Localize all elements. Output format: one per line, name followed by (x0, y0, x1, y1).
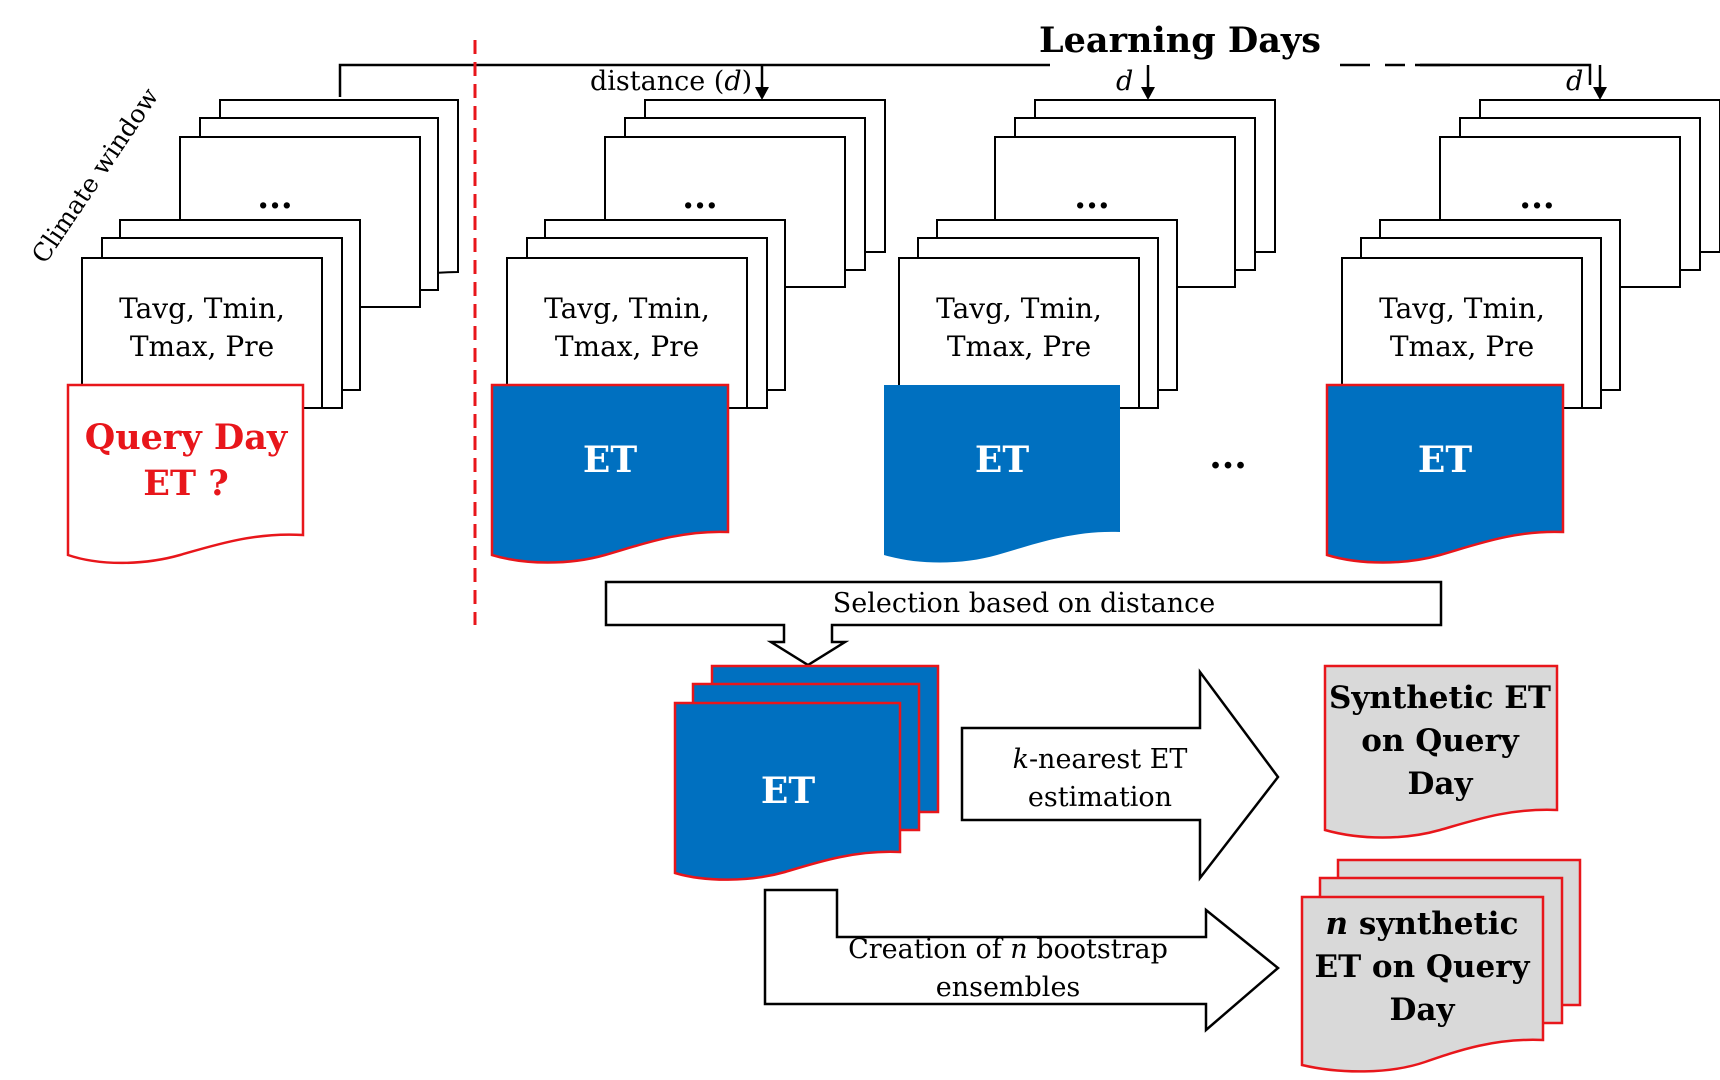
ls3-variables-line1: Tavg, Tmin, (1379, 292, 1545, 325)
distance-symbol: d (724, 66, 741, 97)
query-ellipsis-top: ... (257, 177, 293, 217)
knn-label-line2: estimation (1028, 782, 1172, 813)
n-synthetic-line2: ET on Query (1314, 949, 1530, 985)
n-synthetic-italic-n: n (1326, 906, 1349, 942)
n-synthetic-line1-rest: synthetic (1348, 906, 1518, 942)
distance-prefix: distance ( (590, 66, 724, 97)
bootstrap-line1-post: bootstrap (1028, 934, 1168, 965)
ls1-et-sheet (490, 383, 730, 564)
bootstrap-italic-n: n (1010, 934, 1027, 965)
synthetic-et-sheet (1323, 664, 1559, 839)
selected-et-front-sheet (673, 701, 902, 881)
learning-days-ellipsis: ... (1209, 435, 1247, 477)
selection-arrow (604, 580, 1443, 667)
ls3-ellipsis: ... (1519, 177, 1555, 217)
learning-stack-1: ... Tavg, Tmin, Tmax, Pre ET (490, 99, 886, 564)
query-day-line1: Query Day (85, 417, 289, 458)
ls2-variables-line2: Tmax, Pre (947, 330, 1091, 363)
ls3-variables-sheet (1341, 257, 1583, 409)
selected-et-stack: ET (673, 664, 940, 881)
bootstrap-label-line1: Creation of n bootstrap (848, 934, 1168, 965)
distance-arrowhead-3 (1593, 87, 1607, 100)
knn-estimation-arrow (960, 668, 1280, 882)
selection-label: Selection based on distance (833, 588, 1215, 619)
synthetic-et-line1: Synthetic ET (1329, 680, 1551, 716)
ls1-variables-line1: Tavg, Tmin, (544, 292, 710, 325)
ls1-variables-sheet (506, 257, 748, 409)
bootstrap-line1-pre: Creation of (848, 934, 1010, 965)
query-variables-line1: Tavg, Tmin, (119, 292, 285, 325)
ls2-et-label: ET (975, 439, 1029, 481)
learning-days-bracket (338, 63, 1592, 97)
knn-label-line1: k-nearest ET (1013, 744, 1188, 775)
ls3-variables-line2: Tmax, Pre (1390, 330, 1534, 363)
distance-arrowhead-2 (1141, 87, 1155, 100)
ls3-et-sheet (1325, 383, 1565, 564)
n-synthetic-line1: n synthetic (1326, 906, 1519, 942)
ls1-variables-line2: Tmax, Pre (555, 330, 699, 363)
knn-line1-rest: -nearest ET (1029, 744, 1187, 775)
query-day-line2: ET ? (143, 463, 228, 504)
ls2-variables-sheet (898, 257, 1140, 409)
knn-italic-k: k (1013, 744, 1029, 775)
ls2-variables-line1: Tavg, Tmin, (936, 292, 1102, 325)
bootstrap-label-line2: ensembles (936, 972, 1081, 1003)
learning-days-title: Learning Days (1039, 20, 1321, 61)
n-synthetic-line3: Day (1390, 992, 1456, 1028)
ls2-et-sheet (884, 385, 1120, 563)
distance-symbol-3: d (1566, 66, 1583, 97)
n-synthetic-front-sheet (1300, 895, 1545, 1073)
n-synthetic-et-stack: n synthetic ET on Query Day (1300, 858, 1582, 1073)
distance-label: distance (d) (590, 66, 752, 97)
learning-stack-3: ... Tavg, Tmin, Tmax, Pre ET (1325, 99, 1720, 564)
ls2-ellipsis: ... (1074, 177, 1110, 217)
learning-stack-2: ... Tavg, Tmin, Tmax, Pre ET (884, 99, 1276, 563)
selected-et-label: ET (761, 770, 815, 812)
distance-suffix: ) (742, 66, 753, 97)
query-day-sheet (66, 383, 305, 565)
query-variables-sheet (81, 257, 323, 409)
bootstrap-arrow (763, 888, 1280, 1033)
ls1-ellipsis: ... (682, 177, 718, 217)
ls3-et-label: ET (1418, 439, 1472, 481)
synthetic-et-line2: on Query (1361, 723, 1520, 759)
distance-symbol-2: d (1116, 66, 1133, 97)
ls1-et-label: ET (583, 439, 637, 481)
synthetic-et-line3: Day (1408, 766, 1474, 802)
query-variables-line2: Tmax, Pre (130, 330, 274, 363)
distance-arrowhead-1 (755, 87, 769, 100)
query-stack: ... Tavg, Tmin, Tmax, Pre Query Day ET ? (66, 99, 459, 565)
